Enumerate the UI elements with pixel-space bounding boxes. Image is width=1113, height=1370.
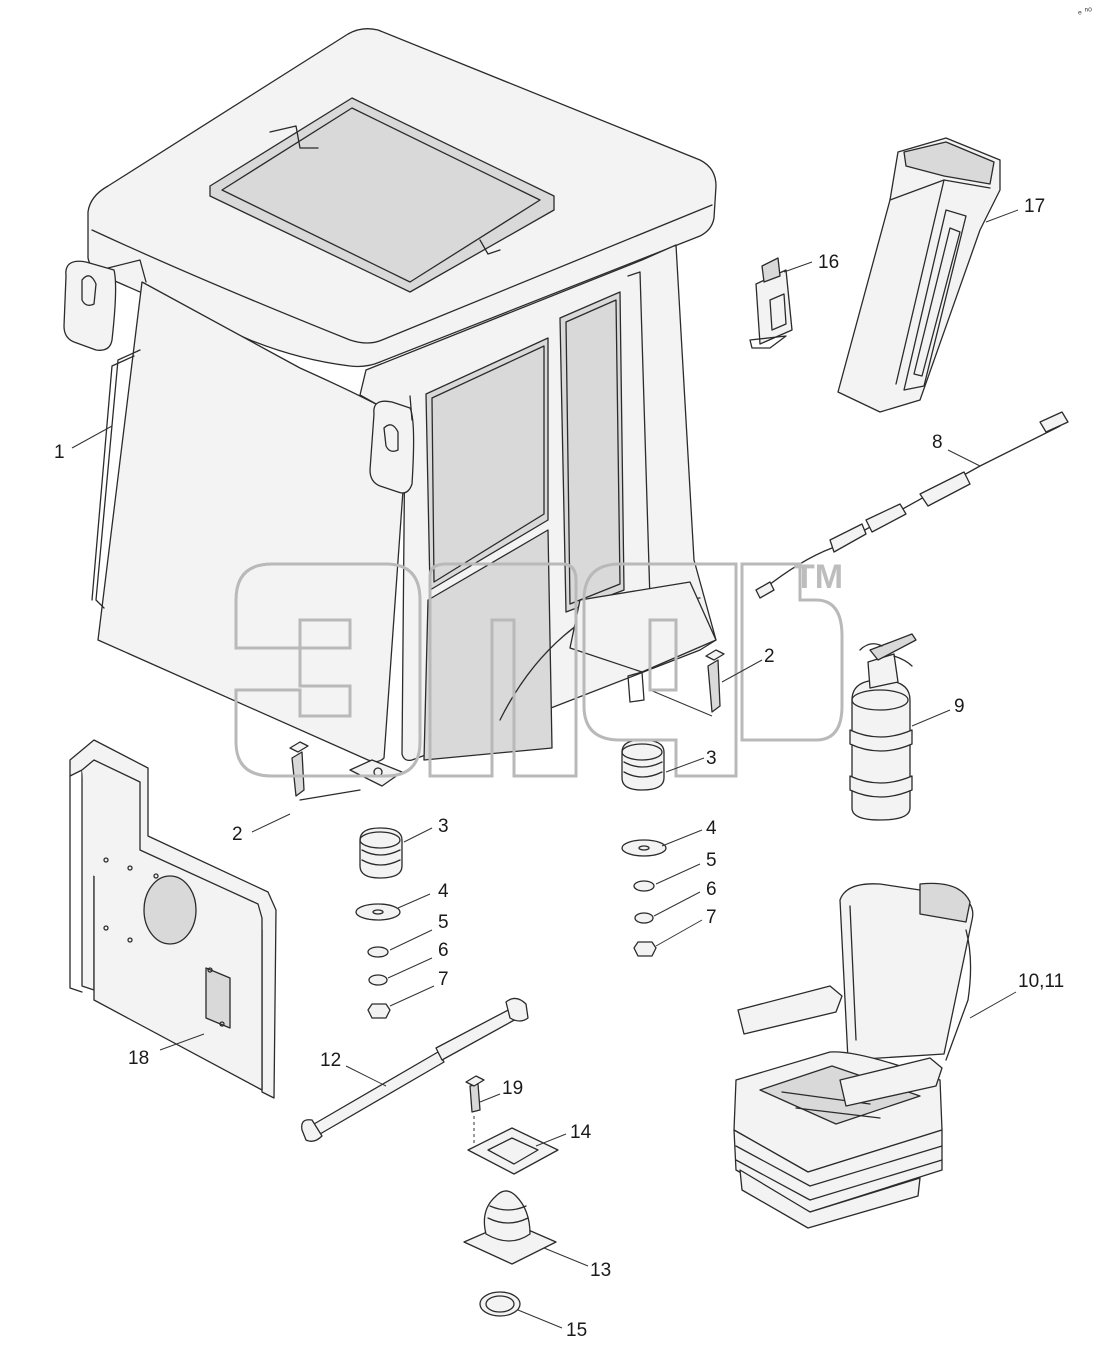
callout-12: 12 xyxy=(320,1050,341,1071)
callout-4-right: 4 xyxy=(706,818,717,839)
callout-7-right: 7 xyxy=(706,907,717,928)
callout-7-left: 7 xyxy=(438,969,449,990)
callout-8: 8 xyxy=(932,432,943,453)
callout-2-left: 2 xyxy=(232,824,243,845)
seat xyxy=(733,882,974,1229)
handle xyxy=(837,137,1001,413)
callout-9: 9 xyxy=(954,696,965,717)
callout-3-right: 3 xyxy=(706,748,717,769)
watermark-tm: TM xyxy=(794,558,843,596)
callout-6-left: 6 xyxy=(438,940,449,961)
mount-stack-right xyxy=(621,649,725,957)
cab xyxy=(63,28,717,787)
callout-10-11: 10,11 xyxy=(1018,971,1064,992)
callout-16: 16 xyxy=(818,252,839,273)
boot-assembly xyxy=(463,1075,559,1317)
callout-15: 15 xyxy=(566,1320,587,1341)
callout-4-left: 4 xyxy=(438,881,449,902)
callout-6-right: 6 xyxy=(706,879,717,900)
callout-19: 19 xyxy=(502,1078,523,1099)
corner-mark: ₑ ⁿᵒ xyxy=(1078,6,1092,17)
callout-5-left: 5 xyxy=(438,912,449,933)
rear-panel xyxy=(69,739,277,1099)
callout-3-left: 3 xyxy=(438,816,449,837)
callout-labels: 1 2 2 3 3 4 4 5 5 6 6 7 7 8 9 10,11 12 1… xyxy=(54,196,1064,1341)
watermark-logo: TM xyxy=(234,558,844,778)
callout-2-right: 2 xyxy=(764,646,775,667)
mount-stack-left xyxy=(289,741,403,1019)
callout-14: 14 xyxy=(570,1122,592,1143)
callout-5-right: 5 xyxy=(706,850,717,871)
callout-1: 1 xyxy=(54,442,65,463)
leader-lines xyxy=(71,209,1019,1329)
callout-18: 18 xyxy=(128,1048,149,1069)
clip xyxy=(749,257,793,349)
fire-extinguisher xyxy=(849,633,917,821)
callout-13: 13 xyxy=(590,1260,611,1281)
gas-strut xyxy=(301,997,529,1142)
callout-17: 17 xyxy=(1024,196,1045,217)
